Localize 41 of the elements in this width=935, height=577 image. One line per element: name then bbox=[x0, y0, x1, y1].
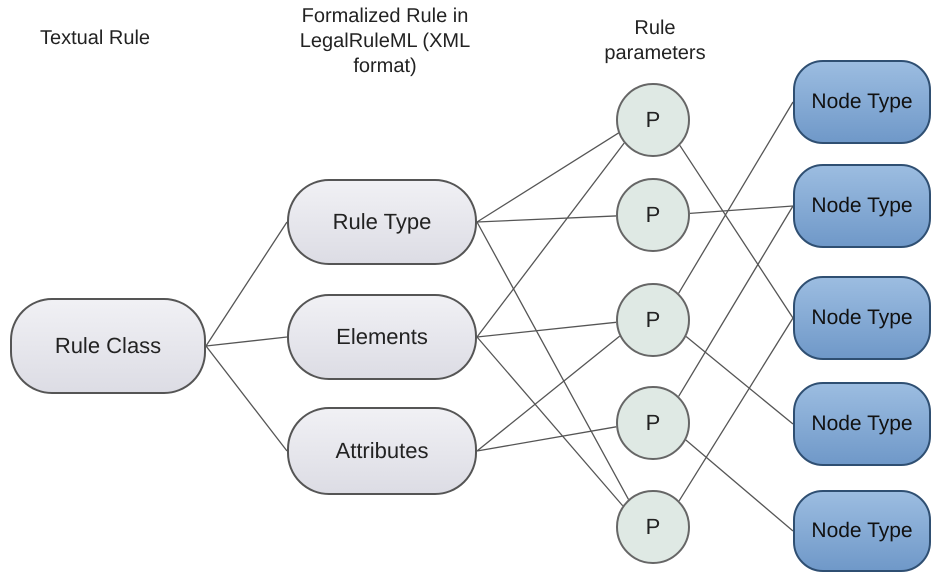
connector-line bbox=[678, 102, 794, 294]
node-label: Node Type bbox=[811, 412, 913, 436]
connector-line bbox=[476, 426, 616, 452]
connector-line bbox=[678, 206, 794, 397]
node-type-box bbox=[793, 164, 931, 248]
connector-line bbox=[476, 215, 616, 223]
connector-line bbox=[476, 336, 620, 452]
node-type-box bbox=[793, 60, 931, 144]
connector-line bbox=[678, 318, 794, 502]
column-heading: Rule parameters bbox=[603, 16, 707, 66]
node-type-box bbox=[793, 276, 931, 360]
node-label: Attributes bbox=[336, 438, 428, 464]
node-label: Node Type bbox=[811, 194, 913, 218]
connector-line bbox=[205, 346, 288, 452]
node-type-box bbox=[793, 382, 931, 466]
node-label: Node Type bbox=[811, 306, 913, 330]
node-label: Node Type bbox=[811, 519, 913, 543]
connector-line bbox=[205, 222, 288, 346]
connector-line bbox=[686, 336, 794, 424]
node-label: P bbox=[646, 202, 660, 228]
column-heading: Formalized Rule in LegalRuleML (XML format) bbox=[298, 4, 472, 79]
node-label: P bbox=[646, 307, 660, 333]
connector-line bbox=[679, 145, 794, 318]
connector-line bbox=[476, 142, 625, 338]
parameter-circle bbox=[616, 283, 690, 357]
connector-line bbox=[476, 336, 624, 506]
connector-line bbox=[476, 222, 629, 500]
node-label: Rule Class bbox=[54, 333, 162, 359]
node-label: P bbox=[646, 514, 660, 540]
connector-line bbox=[690, 205, 794, 214]
column-heading: Textual Rule bbox=[38, 26, 152, 51]
node-label: Elements bbox=[336, 324, 428, 350]
connector-line bbox=[476, 132, 619, 223]
connector-line bbox=[206, 336, 288, 347]
node-label: P bbox=[646, 410, 660, 436]
connector-line bbox=[685, 439, 794, 532]
connector-line bbox=[476, 322, 616, 338]
node-label: Node Type bbox=[811, 90, 913, 114]
node-type-box bbox=[793, 490, 931, 572]
node-label: P bbox=[646, 107, 660, 133]
node-label: Rule Type bbox=[332, 209, 432, 235]
